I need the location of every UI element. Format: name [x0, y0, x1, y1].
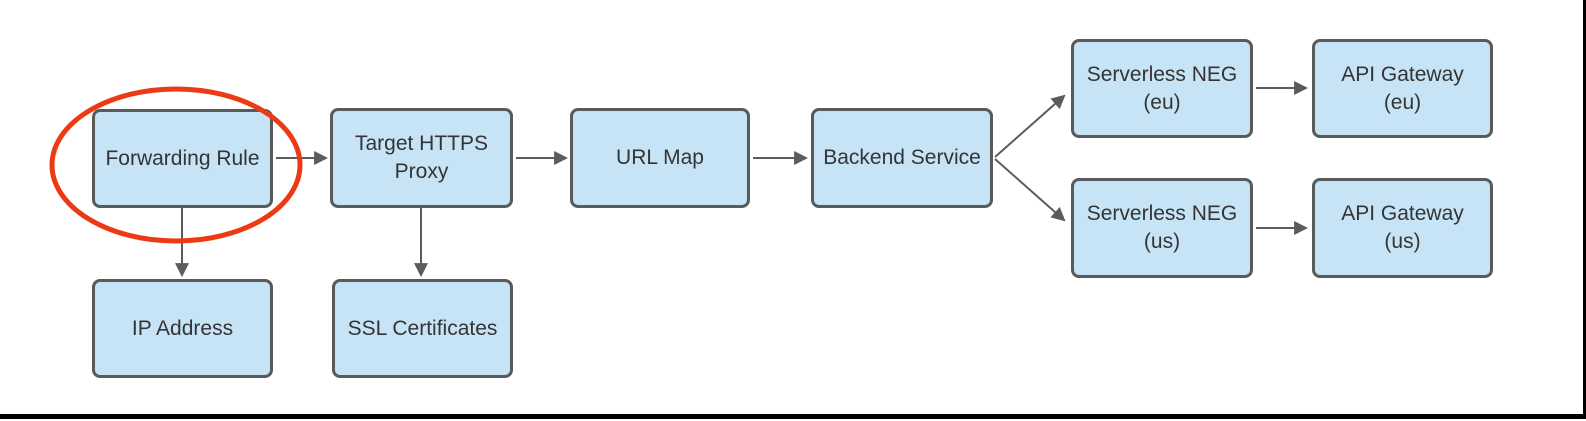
node-label: Forwarding Rule: [105, 146, 260, 170]
node-label: Backend Service: [823, 146, 981, 169]
arrow-backend-to-neg-us: [994, 158, 1066, 222]
node-label-line1: Serverless NEG: [1086, 202, 1238, 225]
frame-right-border: [1583, 0, 1586, 419]
node-target-https-proxy: Target HTTPS Proxy: [330, 108, 513, 208]
node-api-gateway-us: API Gateway (us): [1312, 178, 1493, 278]
node-label-line1: Serverless NEG: [1086, 62, 1238, 86]
frame-bottom-border: [0, 414, 1586, 419]
node-ssl-certificates: SSL Certificates: [332, 279, 513, 378]
node-ip-address: IP Address: [92, 279, 273, 378]
node-label-line2: (us): [1384, 230, 1421, 253]
node-label-line2: Proxy: [394, 160, 449, 183]
node-label: URL Map: [616, 146, 704, 169]
node-label-line2: (eu): [1383, 90, 1422, 114]
node-serverless-neg-us: Serverless NEG (us): [1071, 178, 1253, 278]
node-label: SSL Certificates: [347, 316, 498, 340]
node-serverless-neg-eu: Serverless NEG (eu): [1071, 39, 1253, 138]
node-api-gateway-eu: API Gateway (eu): [1312, 39, 1493, 138]
node-backend-service: Backend Service: [811, 108, 993, 208]
node-label-line2: (eu): [1143, 90, 1181, 114]
node-label-line1: API Gateway: [1341, 202, 1464, 225]
node-label-line1: API Gateway: [1341, 62, 1464, 86]
node-label: IP Address: [131, 316, 234, 340]
node-label-line2: (us): [1143, 230, 1181, 253]
node-forwarding-rule: Forwarding Rule: [92, 109, 273, 208]
node-url-map: URL Map: [570, 108, 750, 208]
node-label-line1: Target HTTPS: [354, 132, 489, 155]
arrow-backend-to-neg-eu: [994, 94, 1066, 158]
